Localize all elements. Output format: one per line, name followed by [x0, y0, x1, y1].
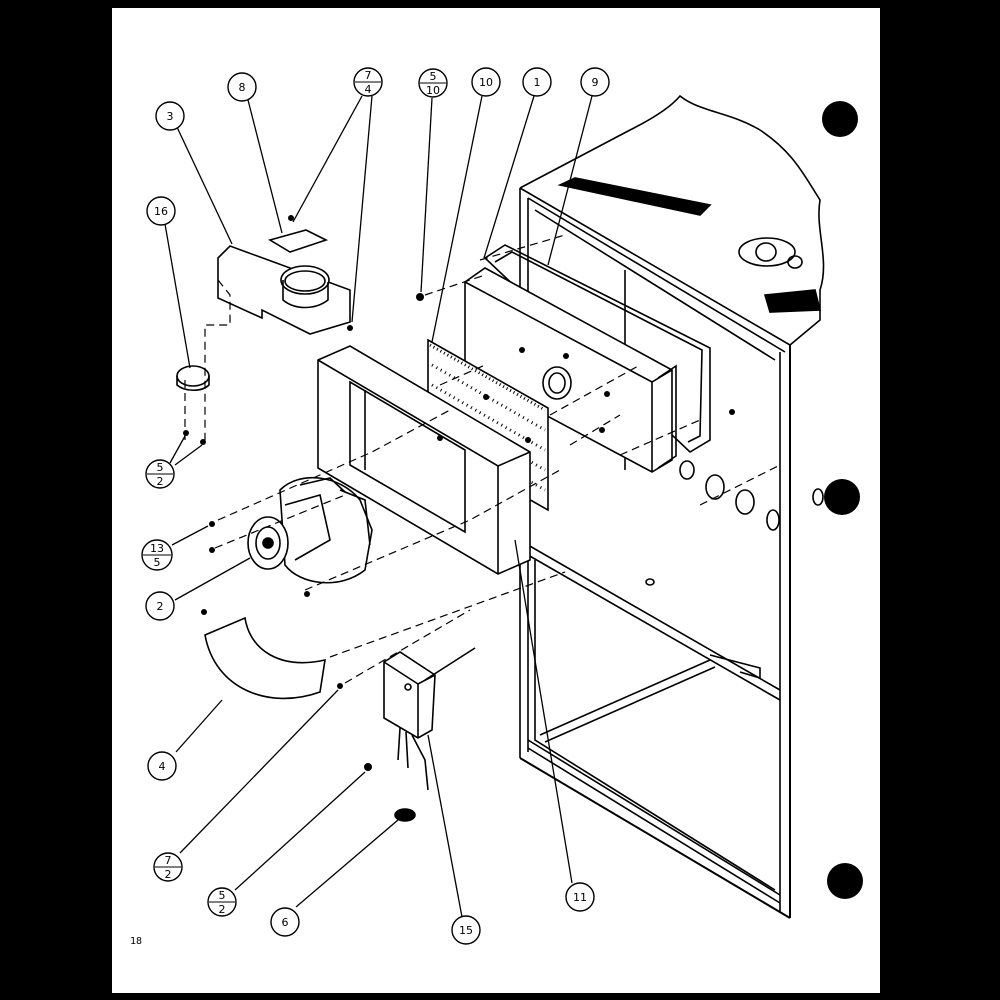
callout-5-2-lower: 5 2	[207, 887, 237, 917]
svg-text:5: 5	[154, 556, 161, 569]
svg-text:5: 5	[219, 889, 226, 902]
inducer-bracket	[217, 229, 351, 335]
svg-text:1: 1	[534, 76, 541, 89]
callout-10: 10	[471, 67, 501, 97]
callout-5-2-upper: 5 2	[145, 459, 175, 489]
svg-text:4: 4	[159, 760, 166, 773]
svg-text:3: 3	[167, 110, 174, 123]
callout-5-10: 5 10	[418, 68, 448, 98]
callout-9: 9	[580, 67, 610, 97]
svg-text:10: 10	[479, 76, 493, 89]
callout-3: 3	[155, 101, 185, 131]
svg-text:5: 5	[157, 461, 164, 474]
registration-dot-top	[822, 101, 858, 137]
svg-text:4: 4	[365, 83, 372, 96]
svg-text:6: 6	[282, 916, 289, 929]
svg-text:8: 8	[239, 81, 246, 94]
curved-shield	[204, 616, 326, 700]
screws	[183, 215, 735, 771]
grommet	[394, 808, 416, 822]
callout-13-5: 13 5	[141, 539, 173, 571]
svg-text:11: 11	[573, 891, 587, 904]
blower-motor	[247, 476, 373, 584]
svg-text:2: 2	[157, 600, 164, 613]
callout-4: 4	[147, 751, 177, 781]
blower-housing	[317, 345, 531, 575]
svg-text:9: 9	[592, 76, 599, 89]
page-number: 18	[130, 936, 143, 947]
svg-text:13: 13	[150, 542, 164, 555]
svg-text:15: 15	[459, 924, 473, 937]
callout-15: 15	[451, 915, 481, 945]
callout-8: 8	[227, 72, 257, 102]
assembly-guide-lines	[184, 234, 781, 684]
callout-2: 2	[145, 591, 175, 621]
registration-dot-middle	[824, 479, 860, 515]
callout-16: 16	[146, 196, 176, 226]
svg-text:5: 5	[430, 70, 437, 83]
svg-text:10: 10	[426, 84, 440, 97]
svg-text:2: 2	[165, 868, 172, 881]
svg-text:2: 2	[219, 903, 226, 916]
callout-7-2: 7 2	[153, 852, 183, 882]
svg-text:2: 2	[157, 475, 164, 488]
junction-box	[383, 647, 476, 791]
svg-text:7: 7	[165, 854, 172, 867]
svg-text:16: 16	[154, 205, 168, 218]
callout-1: 1	[522, 67, 552, 97]
registration-dot-bottom	[827, 863, 863, 899]
callout-7-4: 7 4	[353, 67, 383, 97]
callout-11: 11	[565, 882, 595, 912]
callout-6: 6	[270, 907, 300, 937]
svg-text:7: 7	[365, 69, 372, 82]
leader-lines	[164, 95, 593, 918]
